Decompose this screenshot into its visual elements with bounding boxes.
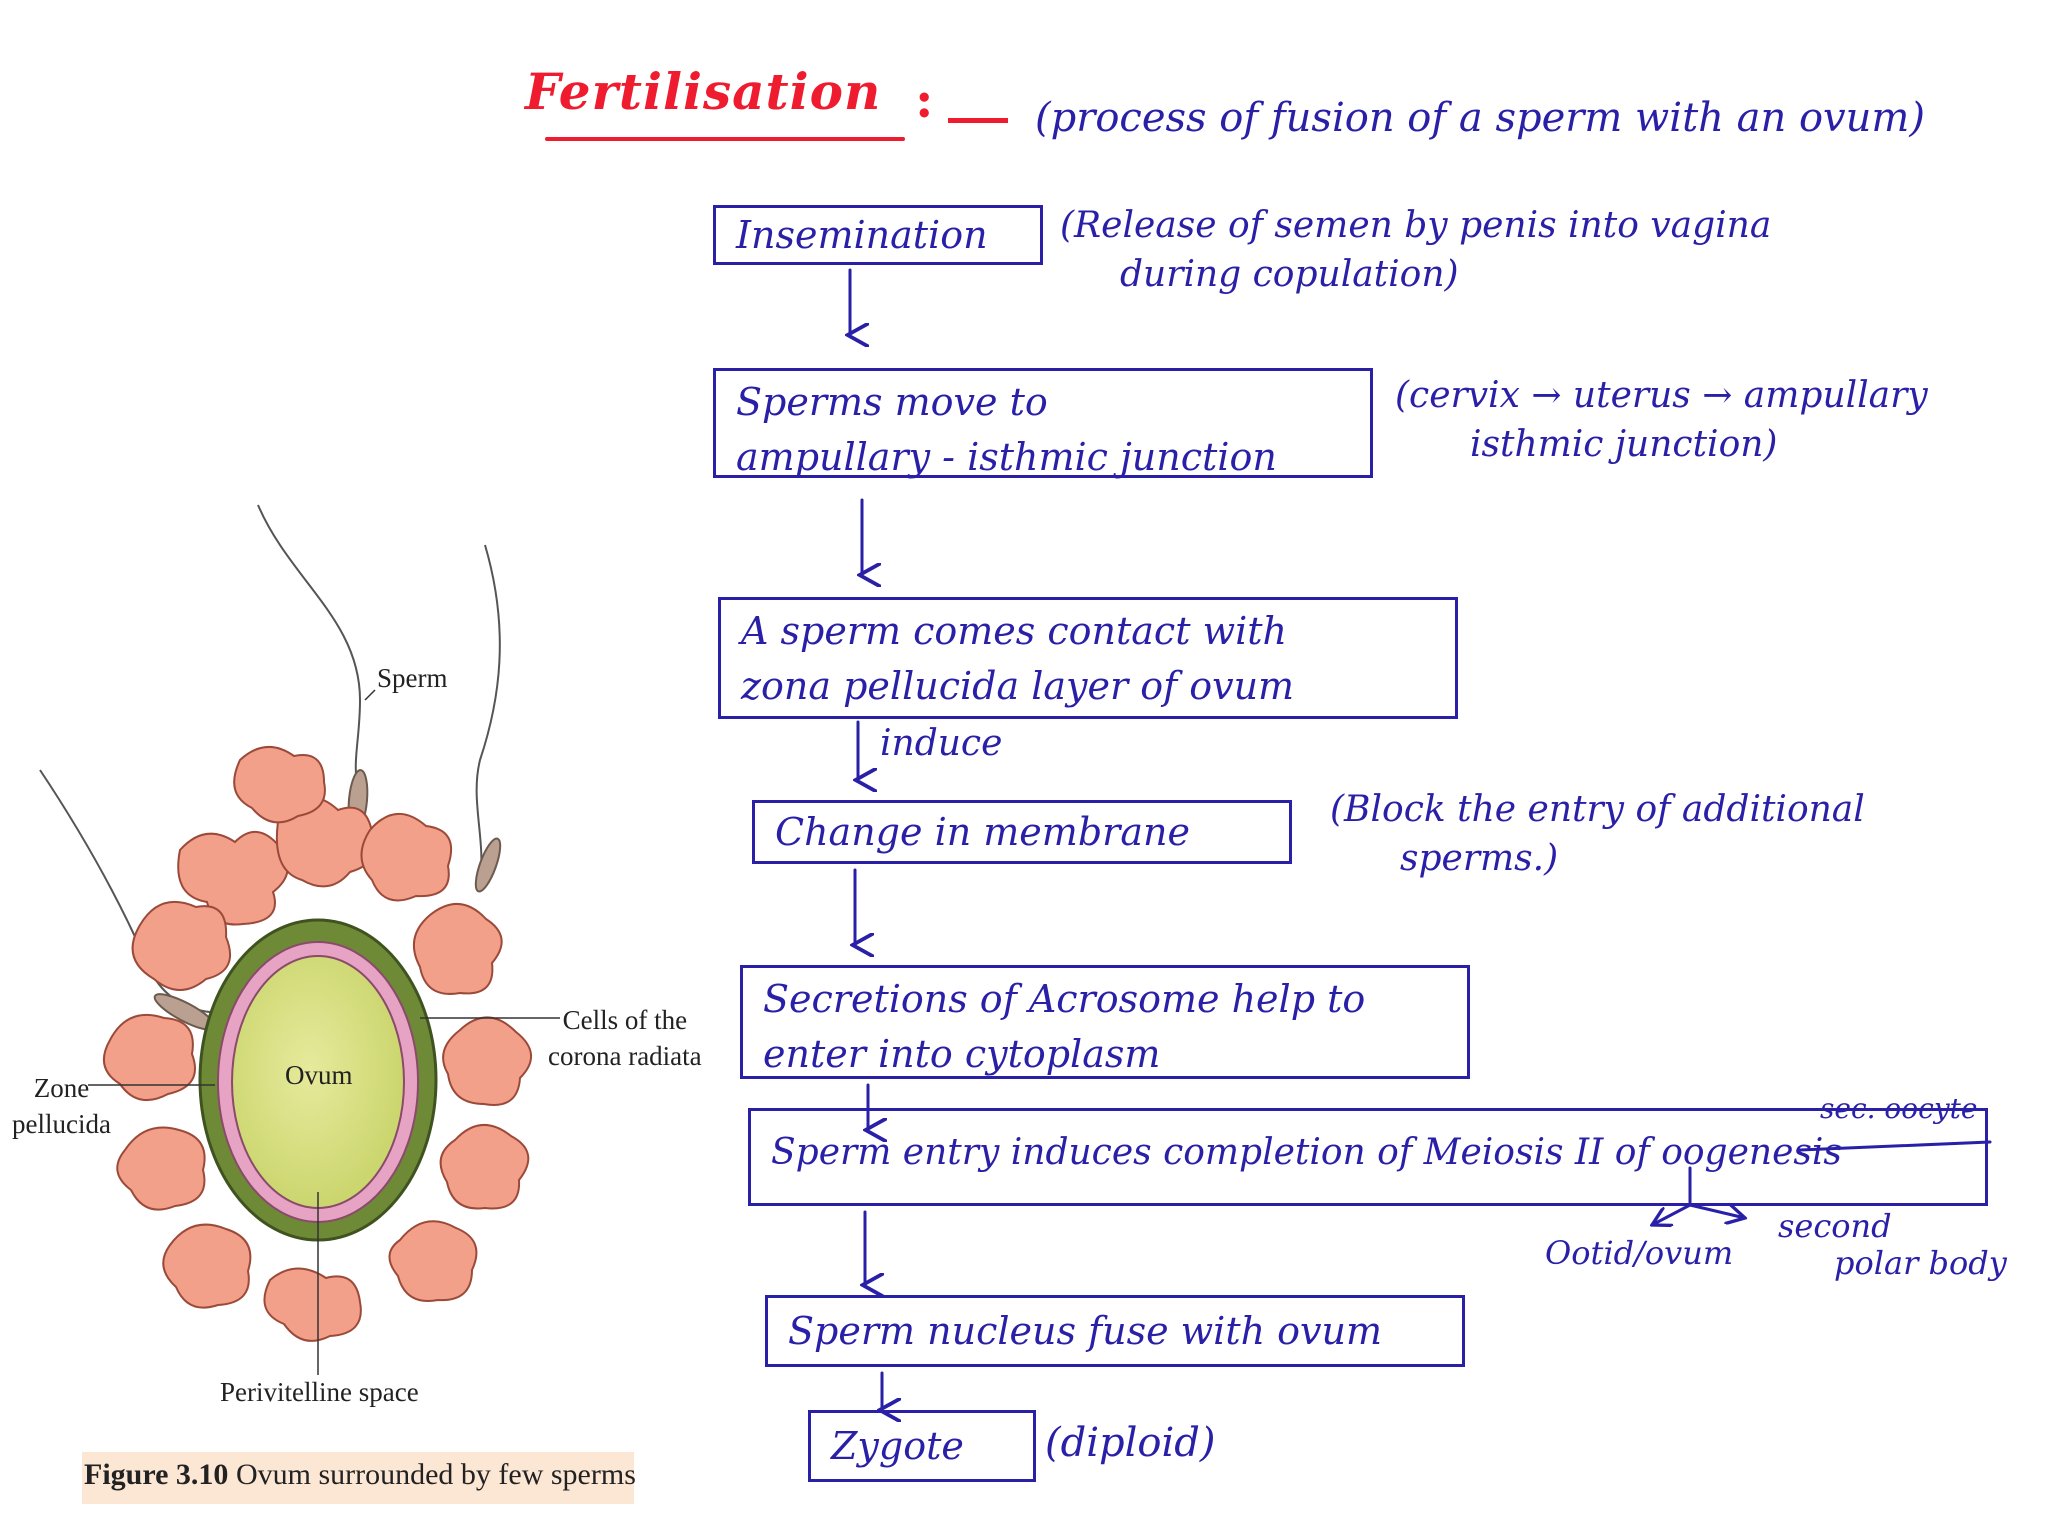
- step-membrane-change: Change in membrane: [752, 800, 1292, 864]
- figure-caption-text: Ovum surrounded by few sperms: [235, 1458, 636, 1491]
- note-membrane-line2: sperms.): [1400, 837, 1559, 879]
- label-ovum: Ovum: [285, 1060, 353, 1090]
- note-membrane-line1: (Block the entry of additional: [1330, 789, 1865, 830]
- note-migration: (cervix → uterus → ampullary isthmic jun…: [1395, 372, 1928, 469]
- note-membrane: (Block the entry of additional sperms.): [1330, 786, 1865, 883]
- leader-sperm: [364, 689, 376, 701]
- sperm-head-2: [474, 837, 502, 893]
- corona-radiata-cells: [102, 745, 532, 1342]
- step-nucleus-fusion-text: Sperm nucleus fuse with ovum: [788, 1309, 1383, 1353]
- corona-cell: [360, 812, 453, 902]
- title-definition: (process of fusion of a sperm with an ov…: [1035, 95, 1925, 141]
- label-zona-line2: pellucida: [12, 1109, 111, 1140]
- corona-cell: [439, 1123, 530, 1210]
- step-meiosis-text: Sperm entry induces completion of Meiosi…: [771, 1132, 1842, 1173]
- label-corona-line1: Cells of the: [562, 1005, 688, 1035]
- label-sperm: Sperm: [377, 663, 448, 693]
- step-zona-contact-line2: zona pellucida layer of ovum: [741, 664, 1295, 709]
- step-zona-contact: A sperm comes contact with zona pellucid…: [718, 597, 1458, 719]
- sperm-tail-2: [475, 544, 501, 881]
- step-insemination: Insemination: [713, 205, 1043, 265]
- step-sperm-migration: Sperms move to ampullary - isthmic junct…: [713, 368, 1373, 479]
- note-insemination-line1: (Release of semen by penis into vagina: [1060, 205, 1772, 246]
- label-corona-radiata: Cells of the corona radiata: [548, 1002, 702, 1075]
- corona-cell: [131, 900, 231, 991]
- corona-cell: [233, 745, 326, 824]
- corona-cell: [102, 1013, 196, 1102]
- note-induce: induce: [880, 723, 1003, 764]
- note-second-polar-line2: polar body: [1834, 1243, 2007, 1282]
- note-migration-line2: isthmic junction): [1470, 423, 1778, 465]
- corona-cell: [177, 831, 289, 926]
- note-ootid: Ootid/ovum: [1545, 1234, 1734, 1272]
- figure-caption: Figure 3.10 Ovum surrounded by few sperm…: [84, 1458, 636, 1492]
- step-insemination-text: Insemination: [736, 213, 988, 257]
- step-acrosome-line1: Secretions of Acrosome help to: [763, 977, 1366, 1021]
- label-corona-line2: corona radiata: [548, 1041, 702, 1072]
- note-zygote: (diploid): [1045, 1420, 1216, 1466]
- note-insemination: (Release of semen by penis into vagina d…: [1060, 202, 1771, 299]
- label-zona-pellucida: Zone pellucida: [12, 1070, 111, 1143]
- title-dash: [948, 118, 1008, 123]
- note-migration-line1: (cervix → uterus → ampullary: [1395, 375, 1928, 416]
- title-colon: :: [915, 70, 934, 129]
- corona-cell: [412, 902, 503, 995]
- title-underline: [545, 137, 905, 141]
- corona-cell: [263, 1267, 362, 1342]
- step-nucleus-fusion: Sperm nucleus fuse with ovum: [765, 1295, 1465, 1367]
- corona-cell: [116, 1126, 206, 1211]
- flow-arrows: [850, 268, 1992, 1410]
- step-meiosis: Sperm entry induces completion of Meiosi…: [748, 1108, 1988, 1206]
- split-right: [1688, 1205, 1745, 1218]
- note-insemination-line2: during copulation): [1120, 253, 1459, 295]
- step-zygote-text: Zygote: [831, 1424, 964, 1468]
- page-title: Fertilisation: [525, 62, 882, 121]
- step-acrosome: Secretions of Acrosome help to enter int…: [740, 965, 1470, 1079]
- split-left: [1652, 1203, 1692, 1225]
- corona-cell: [442, 1016, 532, 1106]
- strike-oogenesis: [1798, 1140, 1992, 1152]
- step-sperm-migration-line2: ampullary - isthmic junction: [736, 435, 1277, 480]
- step-sperm-migration-line1: Sperms move to: [736, 380, 1048, 424]
- caption-background: [82, 1452, 634, 1504]
- step-membrane-change-text: Change in membrane: [775, 810, 1190, 854]
- corona-cell: [162, 1223, 252, 1309]
- label-perivitelline-space: Perivitelline space: [220, 1377, 419, 1407]
- ovum-figure: [39, 504, 560, 1375]
- step-zona-contact-line1: A sperm comes contact with: [741, 609, 1287, 653]
- note-second-polar-line1: second: [1778, 1207, 1892, 1245]
- figure-caption-number: Figure 3.10: [84, 1458, 229, 1491]
- note-sec-oocyte: sec. oocyte: [1820, 1092, 1978, 1125]
- label-zona-line1: Zone: [33, 1073, 90, 1103]
- sperm-tail-1: [257, 504, 362, 791]
- step-zygote: Zygote: [808, 1410, 1036, 1482]
- step-acrosome-line2: enter into cytoplasm: [763, 1032, 1161, 1077]
- figure-leader-lines: [88, 689, 560, 1375]
- note-second-polar-body: second polar body: [1778, 1208, 2007, 1282]
- corona-cell: [388, 1220, 478, 1302]
